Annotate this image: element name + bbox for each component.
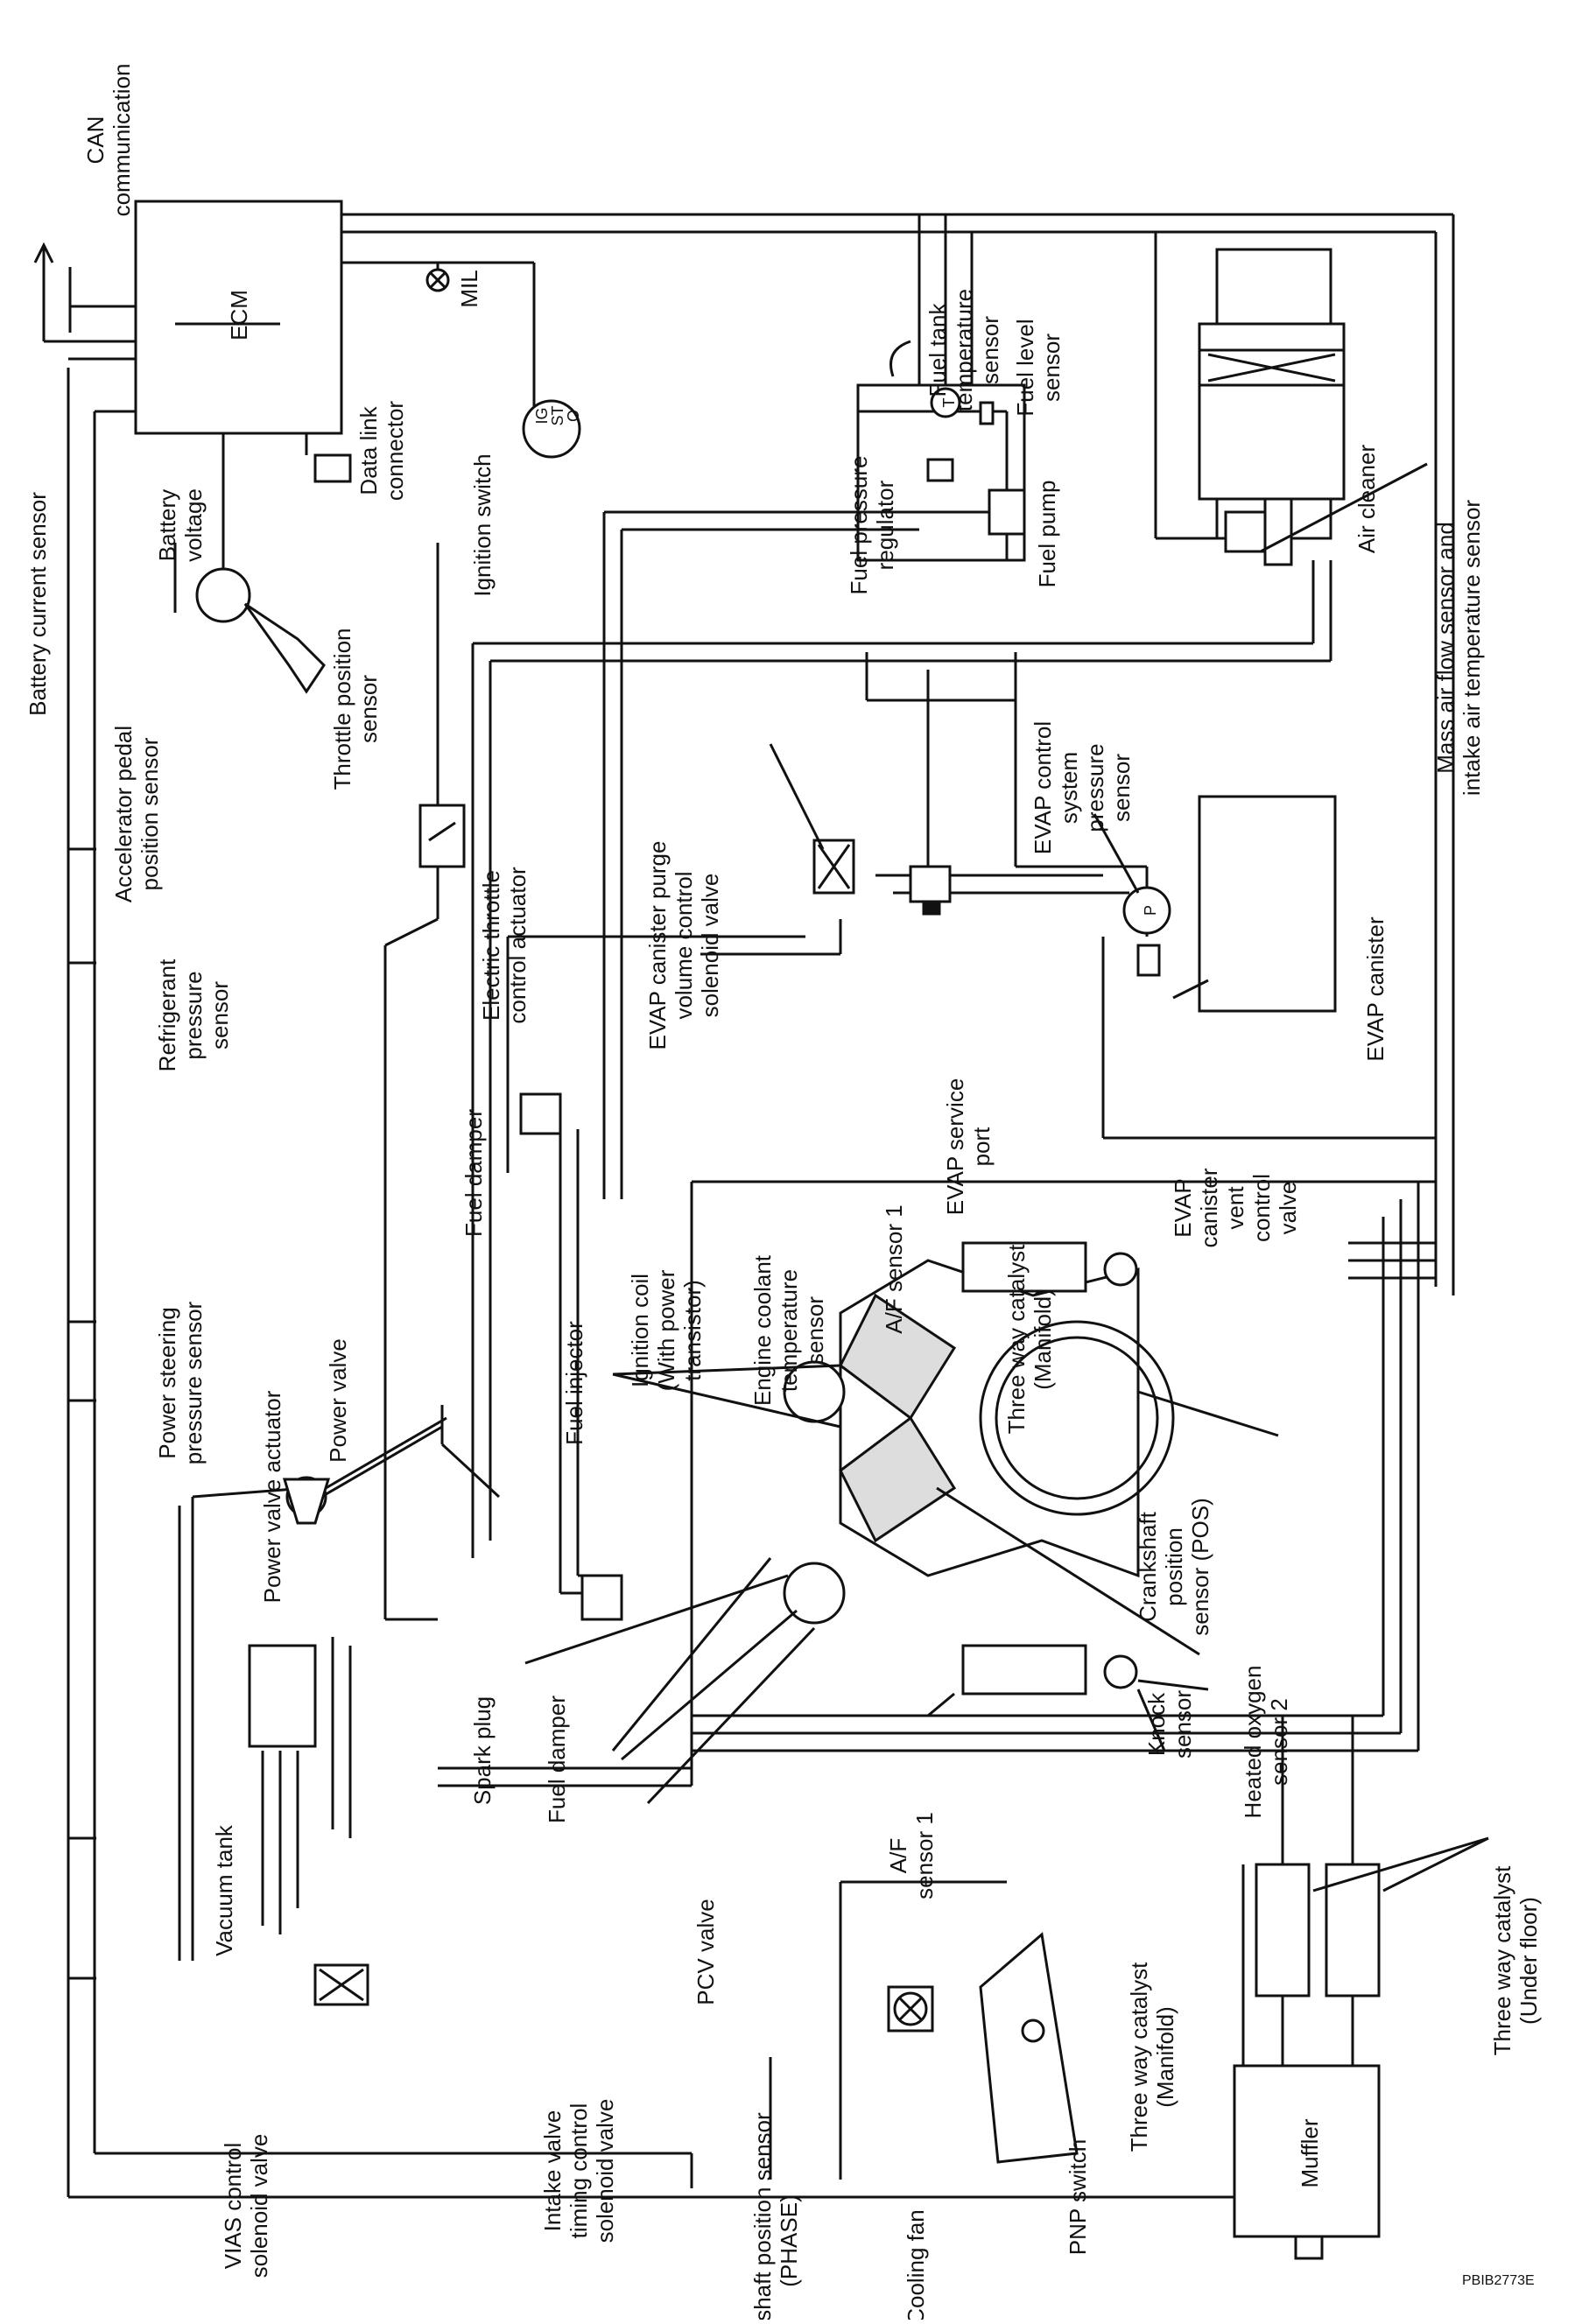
ignition-coil-label: Ignition coil(With powertransistor)	[627, 1269, 706, 1391]
battery-current-sensor-label: Battery current sensor	[25, 492, 51, 716]
power-valve-label: Power valve	[325, 1338, 351, 1463]
ignition-switch-marks-label: IGSTO	[533, 405, 582, 425]
heated-oxygen-sensor-2-label: Heated oxygensensor 2	[1240, 1666, 1292, 1819]
air-cleaner-label: Air cleaner	[1353, 445, 1380, 554]
fuel-damper-top-label: Fuel damper	[461, 1109, 487, 1237]
accelerator-pedal-position-sensor-icon	[195, 567, 251, 623]
spark-plug-label: Spark plug	[469, 1696, 496, 1805]
fuel-damper-bottom-label: Fuel damper	[544, 1696, 570, 1823]
pnp-switch-label: PNP switch	[1065, 2139, 1091, 2255]
heated-oxygen-sensor-2-left-icon	[1103, 1654, 1138, 1689]
heated-oxygen-sensor-2-right-icon	[1103, 1252, 1138, 1287]
maf-sensor-icon	[1224, 510, 1267, 553]
accelerator-pedal-position-sensor-label: Accelerator pedalposition sensor	[110, 726, 163, 902]
accelerator-pedal-icon	[243, 602, 326, 694]
battery-voltage-label: Batteryvoltage	[154, 488, 207, 562]
components	[134, 200, 1381, 2260]
fuel-tank-outline	[856, 383, 1026, 562]
leader-lines	[33, 242, 1489, 1892]
crankshaft-position-sensor-label: Crankshaftpositionsensor (POS)	[1135, 1498, 1213, 1636]
fuel-injector-label: Fuel injector	[561, 1321, 587, 1445]
ignition-switch-label: Ignition switch	[469, 453, 496, 596]
maf-sensor-label: Mass air flow sensor andintake air tempe…	[1432, 500, 1485, 797]
vacuum-tank-label: Vacuum tank	[211, 1824, 237, 1956]
evap-service-port-label: EVAP serviceport	[942, 1078, 995, 1216]
figure-code: PBIB2773E	[1462, 2273, 1535, 2288]
vacuum-tank-box	[248, 1644, 317, 1748]
fuel-pressure-regulator-icon	[926, 458, 954, 482]
mil-label: MIL	[456, 270, 482, 307]
electric-throttle-control-actuator-label: Electric throttlecontrol actuator	[478, 867, 531, 1024]
refrigerant-pressure-sensor-label: Refrigerantpressuresensor	[154, 958, 233, 1071]
fuel-level-sensor-label: Fuel levelsensor	[1012, 319, 1065, 416]
three-way-catalyst-under-floor-label: Three way catalyst(Under floor)	[1489, 1865, 1542, 2056]
ecm-label: ECM	[226, 290, 252, 341]
data-link-connector-label: Data linkconnector	[355, 401, 408, 502]
labels: ECM MIL PBIB2773E	[226, 270, 1535, 2288]
three-way-catalyst-under-floor-1-icon	[1255, 1863, 1311, 1998]
power-valve-actuator-label: Power valve actuator	[259, 1390, 285, 1603]
three-way-catalyst-manifold-right-icon	[961, 1241, 1087, 1293]
knock-sensor-label: Knocksensor	[1143, 1690, 1196, 1759]
evap-control-system-pressure-sensor-label: EVAP controlsystempressuresensor	[1030, 721, 1135, 854]
can-communication-label: CANcommunication	[82, 64, 135, 217]
evap-service-port-icon	[909, 865, 952, 903]
fuel-filler-icon	[889, 340, 911, 377]
camshaft-position-sensor-label: Camshaft position sensor(PHASE)	[749, 2112, 802, 2320]
fuel-damper-top-icon	[519, 1092, 562, 1135]
data-link-connector-icon	[313, 453, 352, 483]
fuel-pressure-regulator-label: Fuel pressureregulator	[846, 456, 898, 595]
fuel-damper-bottom-icon	[580, 1574, 623, 1621]
three-way-catalyst-manifold-left-label: Three way catalyst(Manifold)	[1126, 1962, 1178, 2152]
ecm-box	[134, 200, 343, 435]
intake-valve-timing-solenoid-label: Intake valvetiming controlsolenoid valve	[539, 2099, 618, 2243]
wiring-harness	[44, 213, 1455, 2199]
fuel-pump-icon	[988, 488, 1026, 536]
fuel-tank-temperature-sensor-icon	[930, 387, 961, 418]
three-way-catalyst-manifold-left-icon	[961, 1644, 1087, 1696]
pnp-switch-transmission-icon	[979, 1932, 1079, 2164]
cooling-fan-label: Cooling fan	[903, 2209, 929, 2320]
af-sensor-1-left-label: A/Fsensor 1	[885, 1812, 938, 1899]
electric-throttle-body-icon	[418, 804, 466, 868]
evap-canister-box	[1198, 795, 1337, 1013]
power-steering-pressure-sensor-label: Power steeringpressure sensor	[154, 1301, 207, 1464]
engine-coolant-temperature-sensor-label: Engine coolanttemperaturesensor	[749, 1254, 828, 1406]
left-cylinder-bank-icon	[839, 1415, 957, 1543]
af-sensor-1-right-label: A/F sensor 1	[881, 1204, 907, 1333]
vias-control-solenoid-valve-label: VIAS controlsolenoid valve	[220, 2134, 272, 2278]
throttle-position-sensor-label: Throttle positionsensor	[329, 628, 382, 790]
evap-pressure-sensor-icon	[1122, 886, 1171, 935]
three-way-catalyst-manifold-right-label: Three way catalyst(Manifold)	[1003, 1244, 1056, 1435]
evap-purge-valve-label: EVAP canister purgevolume controlsolenoi…	[644, 841, 723, 1050]
muffler-label: Muffler	[1297, 2118, 1323, 2187]
ignition-switch-icon	[522, 399, 581, 459]
evap-canister-label: EVAP canister	[1362, 916, 1389, 1062]
evap-vent-control-valve-icon	[1136, 944, 1161, 977]
fuel-tank-t-mark-label: T	[940, 398, 958, 408]
air-cleaner-box	[1198, 322, 1346, 501]
three-way-catalyst-under-floor-2-icon	[1325, 1863, 1381, 1998]
fuel-pump-label: Fuel pump	[1034, 481, 1060, 588]
evap-canister-vent-control-valve-label: EVAPcanisterventcontrolvalve	[1170, 1168, 1301, 1247]
pcv-valve-label: PCV valve	[693, 1899, 719, 2005]
evap-p-mark-label: P	[1142, 905, 1159, 916]
fuel-tank-temperature-sensor-label: Fuel tanktemperaturesensor	[925, 289, 1003, 411]
fuel-level-sensor-icon	[979, 401, 995, 425]
